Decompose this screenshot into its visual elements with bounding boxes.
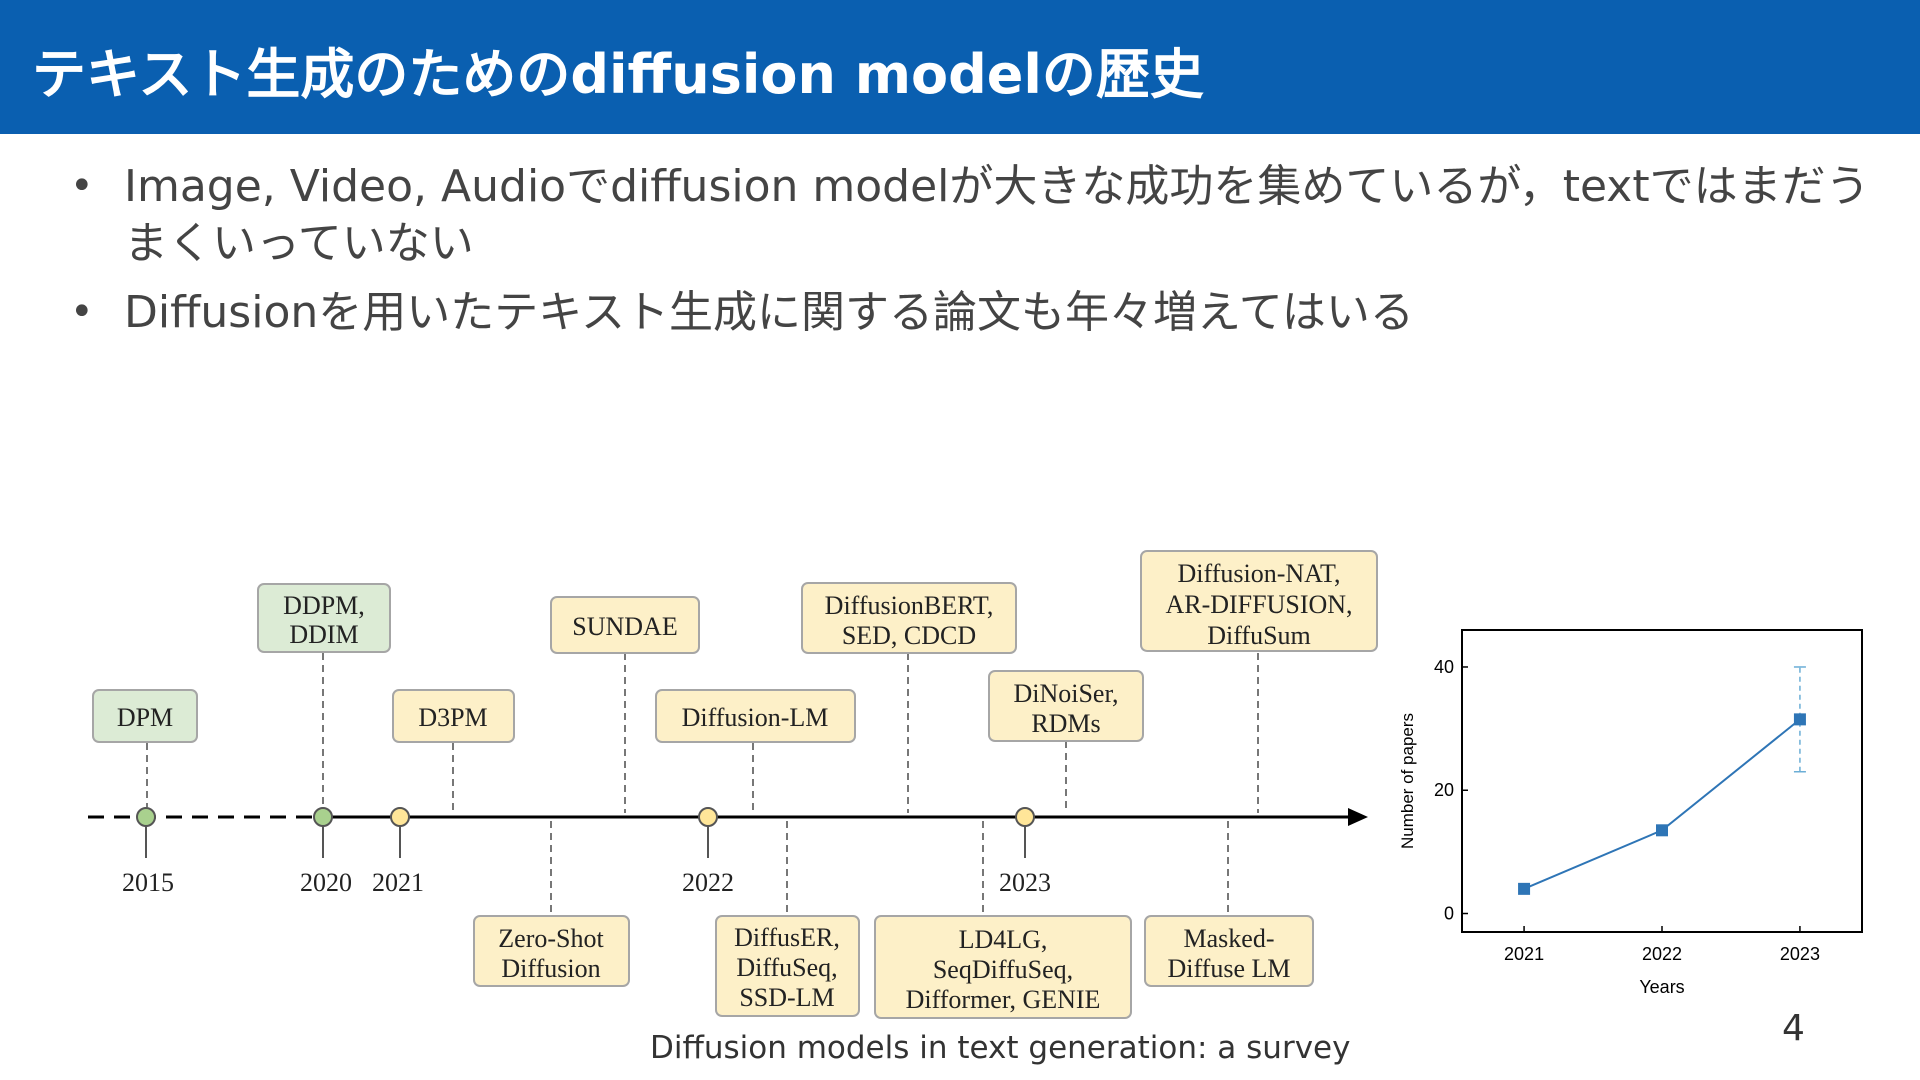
box-line: DDIM xyxy=(289,620,358,649)
box-line: Diffusion-NAT, xyxy=(1178,559,1341,588)
lower-connectors xyxy=(550,821,1229,915)
box-line: DiffusionBERT, xyxy=(825,591,994,620)
box-background xyxy=(988,670,1144,742)
box-background xyxy=(874,915,1132,1019)
year-labels: 2015 2020 2021 2022 2023 xyxy=(122,868,1051,897)
timeline-box-dinoiser: DiNoiSer, RDMs xyxy=(988,670,1144,742)
box-line: Diffusion-LM xyxy=(682,703,829,732)
timeline-box-sundae: SUNDAE xyxy=(550,596,700,654)
upper-connectors xyxy=(146,653,1259,813)
y-tick-label: 40 xyxy=(1434,657,1454,677)
timeline-dot-yellow xyxy=(698,807,718,827)
year-label: 2022 xyxy=(682,868,734,897)
box-line: SeqDiffuSeq, xyxy=(933,955,1073,984)
box-line: SUNDAE xyxy=(572,612,677,641)
figure-caption: Diffusion models in text generation: a s… xyxy=(650,1030,1351,1066)
box-line: Masked- xyxy=(1184,924,1275,953)
timeline-box-d3pm: D3PM xyxy=(392,689,515,743)
slide-title: テキスト生成のためのdiffusion modelの歴史 xyxy=(32,43,1204,106)
data-point xyxy=(1793,713,1806,726)
box-line: Zero-Shot xyxy=(498,924,604,953)
x-axis-label: Years xyxy=(1639,977,1684,997)
timeline-dot-yellow xyxy=(1015,807,1035,827)
box-line: Diffusion xyxy=(501,954,600,983)
box-line: LD4LG, xyxy=(959,925,1048,954)
box-line: SED, CDCD xyxy=(842,621,976,650)
box-line: RDMs xyxy=(1031,709,1100,738)
page-number: 4 xyxy=(1782,1008,1805,1049)
timeline-dot-green xyxy=(313,807,333,827)
timeline-box-diffusion-lm: Diffusion-LM xyxy=(655,689,856,743)
box-line: DiffuSeq, xyxy=(736,953,837,982)
timeline-box-diffuser: DiffusER, DiffuSeq, SSD-LM xyxy=(715,915,860,1017)
y-tick-label: 20 xyxy=(1434,780,1454,800)
series-group xyxy=(1518,666,1806,895)
timeline-dot-green xyxy=(136,807,156,827)
timeline-box-ddpm: DDPM, DDIM xyxy=(257,583,391,653)
bullet-text: Image, Video, Audioでdiffusion modelが大きな成… xyxy=(124,161,1870,269)
year-ticks xyxy=(145,826,1026,858)
box-background xyxy=(1144,915,1314,987)
box-background xyxy=(392,689,515,743)
bullet-item: • Image, Video, Audioでdiffusion modelが大き… xyxy=(70,158,1870,272)
x-tick-label: 2021 xyxy=(1504,944,1544,964)
box-background xyxy=(801,582,1017,654)
box-line: DDPM, xyxy=(283,591,365,620)
y-tick-label: 0 xyxy=(1444,904,1454,924)
box-line: DPM xyxy=(117,703,173,732)
year-label: 2015 xyxy=(122,868,174,897)
timeline-dot-yellow xyxy=(390,807,410,827)
y-axis-label: Number of papers xyxy=(1398,713,1417,849)
bullet-marker: • xyxy=(70,289,94,335)
box-background xyxy=(473,915,630,987)
box-line: D3PM xyxy=(418,703,487,732)
bullet-list: • Image, Video, Audioでdiffusion modelが大き… xyxy=(70,158,1870,353)
x-tick-label: 2023 xyxy=(1780,944,1820,964)
paper-count-chart: 2021 2022 2023 0 20 40 Years Number of papers xyxy=(1398,629,1863,997)
timeline-box-diffusionbert: DiffusionBERT, SED, CDCD xyxy=(801,582,1017,654)
timeline-box-ld4lg: LD4LG, SeqDiffuSeq, Difformer, GENIE xyxy=(874,915,1132,1019)
bullet-item: • Diffusionを用いたテキスト生成に関する論文も年々増えてはいる xyxy=(70,284,1870,341)
bullet-marker: • xyxy=(70,163,94,209)
box-line: SSD-LM xyxy=(739,983,834,1012)
timeline-box-dpm: DPM xyxy=(92,689,198,743)
box-line: Diffuse LM xyxy=(1167,954,1290,983)
box-line: DiffuSum xyxy=(1207,621,1311,650)
year-label: 2021 xyxy=(372,868,424,897)
timeline-diagram: 2015 2020 2021 2022 2023 DPM DDPM, DDIM … xyxy=(88,550,1378,1019)
x-tick-label: 2022 xyxy=(1642,944,1682,964)
timeline-box-masked-diffuse: Masked- Diffuse LM xyxy=(1144,915,1314,987)
timeline-box-diffusion-nat: Diffusion-NAT, AR-DIFFUSION, DiffuSum xyxy=(1140,550,1378,652)
series-line xyxy=(1523,718,1801,890)
bullet-text: Diffusionを用いたテキスト生成に関する論文も年々増えてはいる xyxy=(124,287,1414,338)
box-line: DiffusER, xyxy=(734,923,840,952)
box-background xyxy=(715,915,860,1017)
box-background xyxy=(257,583,391,653)
box-line: AR-DIFFUSION, xyxy=(1165,590,1352,619)
box-background xyxy=(655,689,856,743)
data-point xyxy=(1518,882,1531,895)
data-point xyxy=(1656,824,1668,837)
timeline-arrow-head xyxy=(1348,808,1368,826)
year-label: 2020 xyxy=(300,868,352,897)
title-bar: テキスト生成のためのdiffusion modelの歴史 xyxy=(0,0,1920,134)
timeline-box-zero-shot: Zero-Shot Diffusion xyxy=(473,915,630,987)
box-background xyxy=(1140,550,1378,652)
year-label: 2023 xyxy=(999,868,1051,897)
tick-group: 2021 2022 2023 0 20 40 xyxy=(1434,657,1820,964)
box-background xyxy=(92,689,198,743)
box-background xyxy=(550,596,700,654)
box-line: Difformer, GENIE xyxy=(906,985,1101,1014)
box-line: DiNoiSer, xyxy=(1013,679,1118,708)
